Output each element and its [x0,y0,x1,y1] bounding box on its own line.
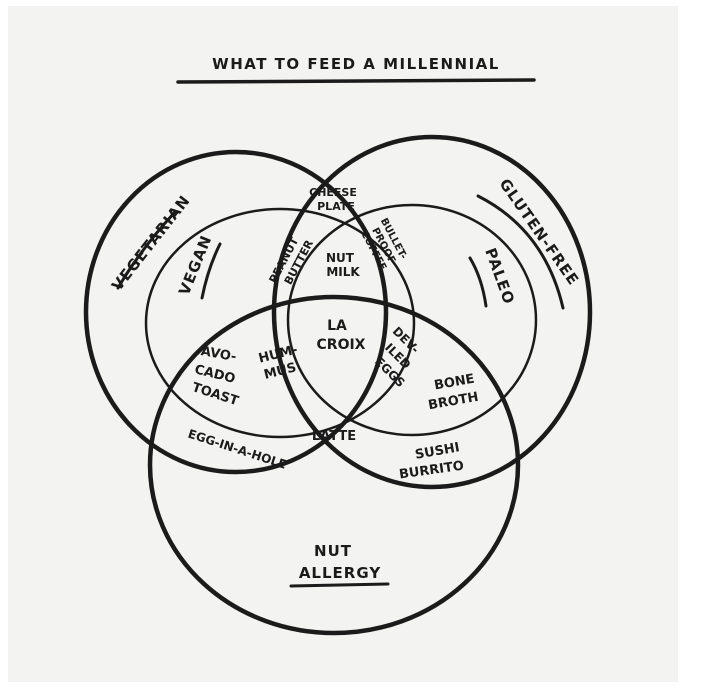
vegan-underline [200,242,222,300]
nut-milk-line2: MILK [326,265,360,279]
paper-background [8,6,678,682]
sushi-burrito-line2: BURRITO [398,459,465,483]
avocado-toast-line1: AVO- [200,344,238,365]
paleo-underline [468,256,488,308]
nut-milk-line1: NUT [326,251,355,265]
gluten-free-circle [271,134,593,490]
la-croix-line1: LA [327,318,347,334]
paleo-circle [286,203,538,437]
nut-allergy-circle [147,294,521,636]
bone-broth-line1: BONE [433,372,476,394]
vegan-circle [144,207,416,439]
diagram-title: WHAT TO FEED A MILLENNIAL [212,55,500,73]
nut-allergy-underline [289,582,390,588]
title-underline [176,78,536,84]
nut-allergy-label-line1: NUT [314,542,352,560]
nut-allergy-label-line2: ALLERGY [299,564,382,582]
latte-label: LATTE [312,429,356,444]
cheese-plate-line2: PLATE [317,200,355,213]
cheese-plate-line1: CHEESE [309,186,357,199]
gluten-free-underline [476,194,565,310]
la-croix-line2: CROIX [317,337,366,353]
vegetarian-underline [116,210,177,290]
egg-in-a-hole-label: EGG-IN-A-HOLE [186,427,288,472]
vegetarian-circle [83,149,389,475]
